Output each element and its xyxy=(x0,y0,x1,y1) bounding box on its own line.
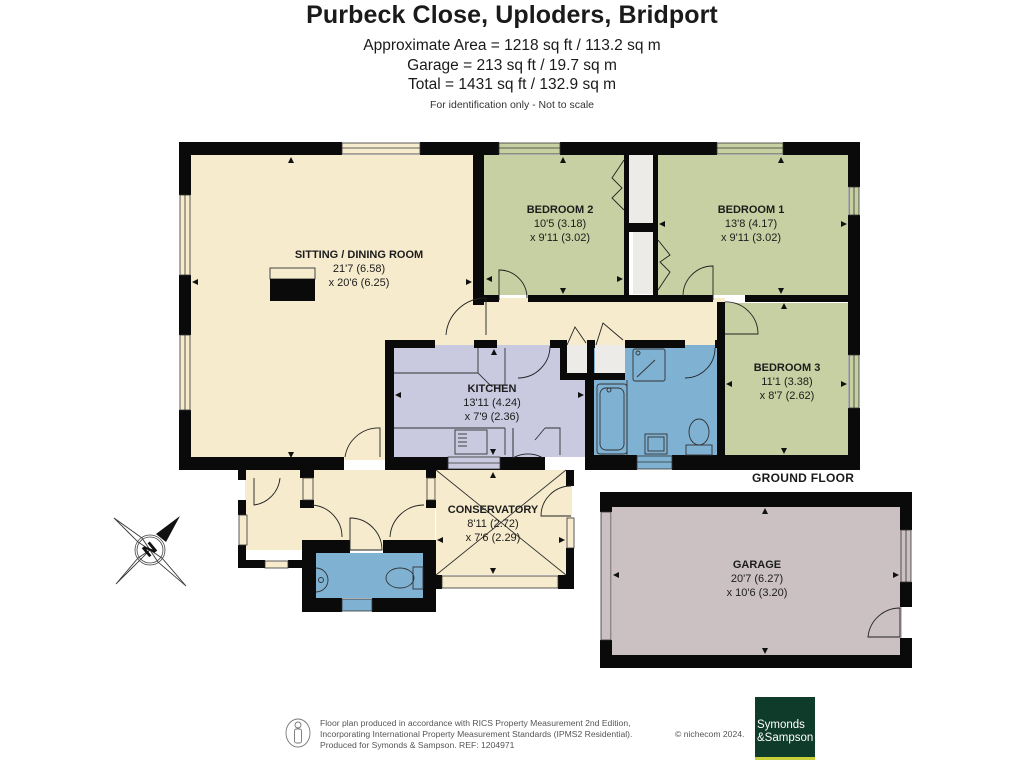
kitchen-sink-icon xyxy=(454,429,488,455)
kitchen-cupboard xyxy=(477,348,506,386)
sitting-room-name: SITTING / DINING ROOM xyxy=(295,249,423,261)
person-icon xyxy=(285,718,311,748)
footer-line-3: Produced for Symonds & Sampson. REF: 120… xyxy=(320,740,515,750)
plan-header: Purbeck Close, Uploders, Bridport Approx… xyxy=(0,0,1024,111)
window xyxy=(716,142,784,155)
door-swing xyxy=(684,347,716,379)
dimension-arrows xyxy=(192,157,899,654)
bedroom-3-fill xyxy=(724,303,848,455)
window xyxy=(426,477,436,501)
total-area: Total = 1431 sq ft / 132.9 sq m xyxy=(407,76,617,93)
room-fills xyxy=(190,155,902,655)
conservatory-name: CONSERVATORY xyxy=(448,504,539,516)
property-title: Purbeck Close, Uploders, Bridport xyxy=(306,1,718,29)
kitchen-dim2: x 7'9 (2.36) xyxy=(465,411,520,423)
fixtures xyxy=(269,267,713,593)
bedroom-2-dim2: x 9'11 (3.02) xyxy=(530,232,590,244)
wc-fill xyxy=(315,553,425,598)
door-swing xyxy=(311,504,343,538)
sitting-room-dim2: x 20'6 (6.25) xyxy=(329,277,390,289)
bedroom-3-dim1: 11'1 (3.38) xyxy=(761,376,812,388)
door-swing xyxy=(682,265,714,300)
logo-line-1: Symonds xyxy=(757,719,805,731)
door-swing xyxy=(253,477,281,506)
wardrobe-fill xyxy=(628,155,653,223)
doors xyxy=(253,159,901,638)
copyright: © nichecom 2024. xyxy=(675,729,745,739)
footer-disclaimer: Floor plan produced in accordance with R… xyxy=(320,718,632,751)
bedroom-3-name: BEDROOM 3 xyxy=(754,362,821,374)
north-pointer xyxy=(156,516,180,542)
garage-fill xyxy=(612,507,902,655)
compass-icon: N xyxy=(113,516,187,587)
window xyxy=(498,142,561,155)
door-swing xyxy=(389,504,425,538)
floor-label: GROUND FLOOR xyxy=(752,471,855,485)
conservatory-dim1: 8'11 (2.72) xyxy=(467,518,518,530)
window xyxy=(441,575,559,589)
window xyxy=(264,560,289,569)
bedroom-1-dim1: 13'8 (4.17) xyxy=(725,218,777,230)
door-swing xyxy=(867,607,901,638)
door-swing xyxy=(724,301,759,335)
footer-line-2: Incorporating International Property Mea… xyxy=(320,729,633,739)
fireplace-icon xyxy=(270,279,315,301)
kitchen-cupboard xyxy=(545,427,561,455)
wardrobe-door xyxy=(657,239,671,291)
agent-logo: Symonds &Sampson xyxy=(755,697,815,760)
bedroom-1-name: BEDROOM 1 xyxy=(718,204,785,216)
window xyxy=(341,598,373,612)
garage-door-opening xyxy=(600,511,612,641)
kitchen-dim1: 13'11 (4.24) xyxy=(463,397,521,409)
door-swing xyxy=(540,485,572,517)
bedroom-2-name: BEDROOM 2 xyxy=(527,204,594,216)
bedroom-3-dim2: x 8'7 (2.62) xyxy=(760,390,815,402)
door-swing xyxy=(498,269,528,300)
hallway-fill xyxy=(440,298,725,346)
door-swing xyxy=(344,427,381,458)
garage-name: GARAGE xyxy=(733,559,781,571)
wc-toilet-icon xyxy=(385,567,415,589)
window xyxy=(341,142,421,155)
logo-line-2: &Sampson xyxy=(757,732,814,744)
window xyxy=(636,455,673,470)
conservatory-fill xyxy=(436,470,572,575)
bedroom-2-dim1: 10'5 (3.18) xyxy=(534,218,586,230)
footer-line-1: Floor plan produced in accordance with R… xyxy=(320,718,631,728)
bedroom-1-fill xyxy=(658,155,848,295)
windows xyxy=(179,142,912,641)
approx-area: Approximate Area = 1218 sq ft / 113.2 sq… xyxy=(363,37,661,54)
cupboard-door xyxy=(566,326,587,346)
door-swing xyxy=(512,428,544,459)
cupboard-fill xyxy=(566,345,588,373)
window xyxy=(566,517,575,549)
shower-tray-icon xyxy=(632,348,666,382)
window xyxy=(302,477,314,501)
entrance-hall-fill xyxy=(245,470,435,550)
room-labels: SITTING / DINING ROOM 21'7 (6.58) x 20'6… xyxy=(295,204,820,599)
sitting-room-dim1: 21'7 (6.58) xyxy=(333,263,385,275)
kitchen-name: KITCHEN xyxy=(468,383,517,395)
bedroom-1-dim2: x 9'11 (3.02) xyxy=(721,232,781,244)
scale-disclaimer: For identification only - Not to scale xyxy=(430,98,594,111)
basin-icon xyxy=(644,433,668,455)
door-swing xyxy=(445,297,487,336)
kitchen-fill xyxy=(393,345,585,457)
window xyxy=(238,514,248,546)
conservatory-dim2: x 7'6 (2.29) xyxy=(466,532,521,544)
garage-area: Garage = 213 sq ft / 19.7 sq m xyxy=(407,56,617,74)
cupboard-door xyxy=(595,322,624,346)
door-swing xyxy=(349,517,383,551)
door-swing xyxy=(517,345,551,379)
walls xyxy=(179,142,912,668)
wc-basin-icon xyxy=(315,567,329,593)
wardrobe-door xyxy=(611,159,625,211)
garage-dim2: x 10'6 (3.20) xyxy=(727,587,788,599)
garage-dim1: 20'7 (6.27) xyxy=(731,573,783,585)
